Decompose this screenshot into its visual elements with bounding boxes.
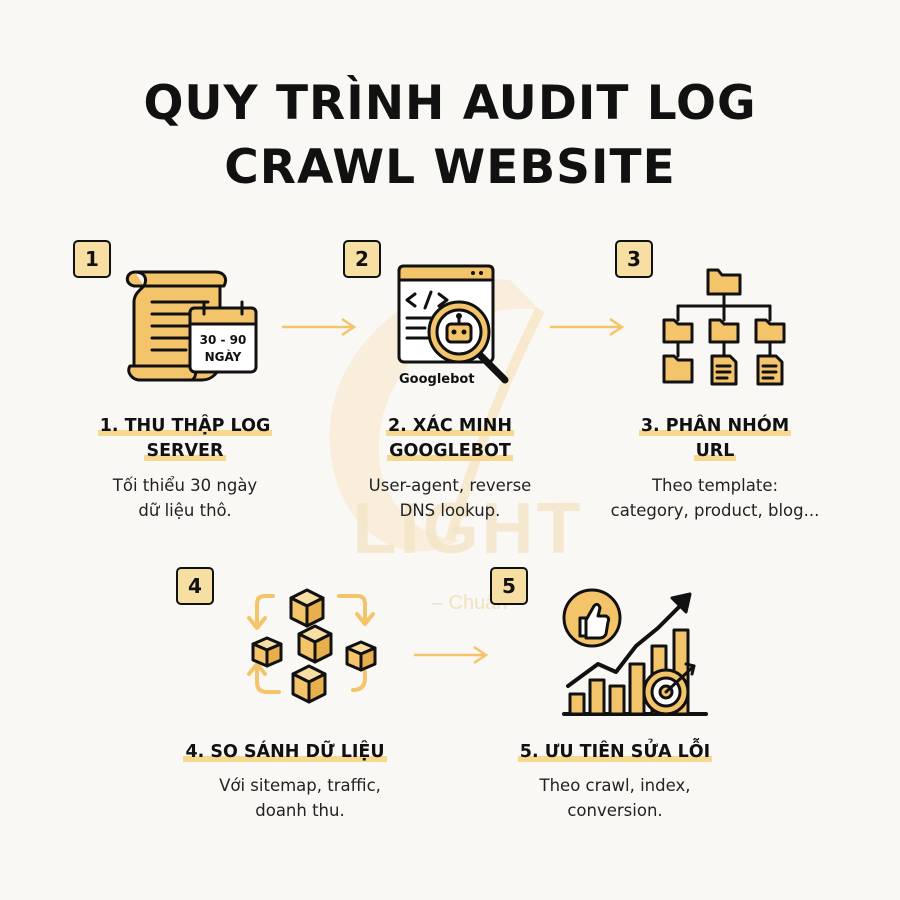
step-1-description: Tối thiểu 30 ngày dữ liệu thô. xyxy=(60,473,310,523)
step-4-title: 4. SO SÁNH DỮ LIỆU xyxy=(150,740,420,765)
step-2-desc-line-2: DNS lookup. xyxy=(399,501,501,520)
watermark-brand: LIGHT xyxy=(352,489,584,569)
step-1-title: 1. THU THẬP LOG SERVER xyxy=(60,414,310,464)
step-1-title-line-1: 1. THU THẬP LOG xyxy=(97,416,273,436)
watermark-tagline: – Chuẩn – xyxy=(431,592,525,614)
googlebot-label: Googlebot xyxy=(399,372,475,387)
calendar-label-2: NGÀY xyxy=(205,349,242,364)
title-line-2: CRAWL WEBSITE xyxy=(224,140,676,195)
step-4-desc-line-2: doanh thu. xyxy=(255,801,345,820)
step-2-badge: 2 xyxy=(343,240,381,278)
browser-magnifier-robot-icon: Googlebot xyxy=(397,264,509,387)
title-line-1: QUY TRÌNH AUDIT LOG xyxy=(143,76,757,131)
step-3-title: 3. PHÂN NHÓM URL xyxy=(590,414,840,464)
step-4-badge: 4 xyxy=(176,567,214,605)
scroll-calendar-icon: 30 - 90 NGÀY xyxy=(125,270,258,382)
step-2-title-line-2: GOOGLEBOT xyxy=(387,441,513,461)
step-4-desc-line-1: Với sitemap, traffic, xyxy=(219,776,381,795)
step-2-description: User-agent, reverse DNS lookup. xyxy=(325,473,575,523)
folder-tree-icon xyxy=(662,268,786,386)
step-3-badge: 3 xyxy=(615,240,653,278)
step-1-desc-line-2: dữ liệu thô. xyxy=(138,501,232,520)
step-4-title-line-1: 4. SO SÁNH DỮ LIỆU xyxy=(183,742,387,762)
arrow-right-icon xyxy=(282,317,357,337)
arrow-right-icon xyxy=(414,645,489,665)
step-1-badge: 1 xyxy=(73,240,111,278)
step-2-title: 2. XÁC MINH GOOGLEBOT xyxy=(325,414,575,464)
step-5-desc-line-1: Theo crawl, index, xyxy=(539,776,691,795)
step-3-title-line-2: URL xyxy=(693,441,737,461)
step-2-desc-line-1: User-agent, reverse xyxy=(368,476,532,495)
step-3-description: Theo template: category, product, blog..… xyxy=(590,473,840,523)
step-5-title: 5. ƯU TIÊN SỬA LỖI xyxy=(480,740,750,765)
step-5-description: Theo crawl, index, conversion. xyxy=(480,773,750,823)
step-3-desc-line-2: category, product, blog... xyxy=(610,501,820,520)
page-title: QUY TRÌNH AUDIT LOG CRAWL WEBSITE xyxy=(0,72,900,200)
step-5-title-line-1: 5. ƯU TIÊN SỬA LỖI xyxy=(517,742,713,762)
step-3-desc-line-1: Theo template: xyxy=(651,476,779,495)
step-5-desc-line-2: conversion. xyxy=(567,801,663,820)
calendar-label-1: 30 - 90 xyxy=(200,333,247,347)
cubes-cycle-icon xyxy=(247,588,377,704)
growth-chart-thumbs-up-icon xyxy=(562,588,708,716)
step-1-desc-line-1: Tối thiểu 30 ngày xyxy=(112,476,258,495)
step-3-title-line-1: 3. PHÂN NHÓM xyxy=(638,416,792,436)
step-2-title-line-1: 2. XÁC MINH xyxy=(385,416,515,436)
step-1-title-line-2: SERVER xyxy=(144,441,226,461)
arrow-right-icon xyxy=(550,317,625,337)
step-5-badge: 5 xyxy=(490,567,528,605)
step-4-description: Với sitemap, traffic, doanh thu. xyxy=(165,773,435,823)
